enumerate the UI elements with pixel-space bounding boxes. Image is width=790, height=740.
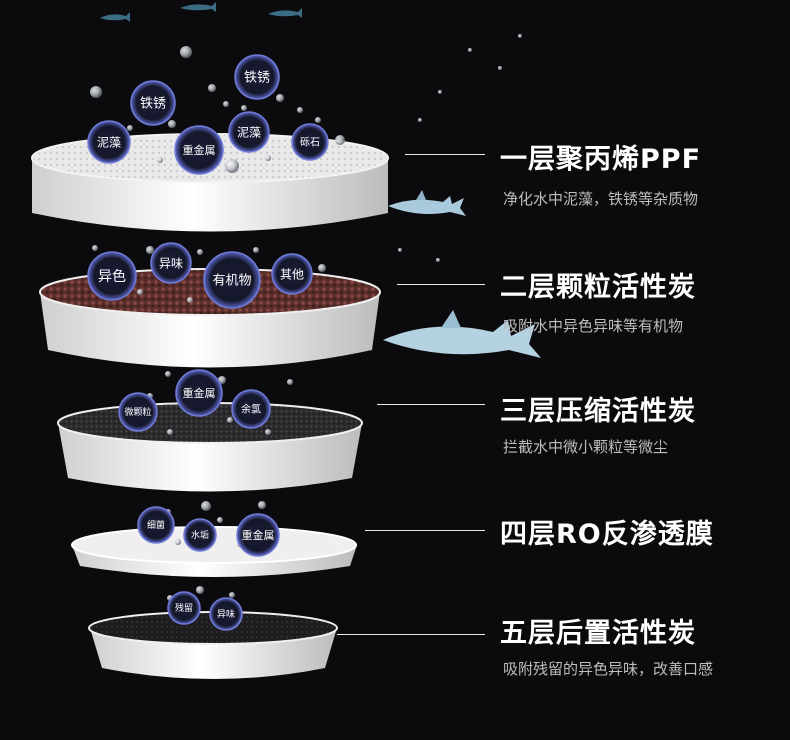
contaminant-bubble: 砾石 — [291, 123, 329, 161]
water-droplet — [187, 297, 193, 303]
contaminant-bubble: 其他 — [271, 253, 313, 295]
water-droplet — [287, 379, 293, 385]
water-droplet — [175, 539, 181, 545]
contaminant-bubble: 泥藻 — [87, 120, 131, 164]
contaminant-bubble-label: 泥藻 — [97, 135, 121, 149]
contaminant-bubble: 铁锈 — [234, 54, 280, 100]
contaminant-bubble-label: 异味 — [159, 256, 183, 270]
leader-line-5 — [337, 634, 485, 635]
water-droplet — [436, 258, 440, 262]
water-droplet — [197, 249, 203, 255]
contaminant-bubble: 重金属 — [236, 513, 280, 557]
water-droplet — [498, 66, 502, 70]
contaminant-bubble: 异味 — [209, 597, 243, 631]
contaminant-bubble: 余氯 — [231, 389, 271, 429]
water-droplet — [438, 90, 442, 94]
layer-3-filter-disc — [57, 402, 363, 492]
contaminant-bubble-label: 泥藻 — [237, 125, 261, 139]
water-droplet — [146, 246, 154, 254]
water-droplet — [418, 118, 422, 122]
water-droplet — [180, 46, 192, 58]
contaminant-bubble: 重金属 — [175, 369, 223, 417]
water-droplet — [127, 125, 133, 131]
layer-2-desc: 吸附水中异色异味等有机物 — [503, 317, 684, 335]
contaminant-bubble: 铁锈 — [130, 80, 176, 126]
water-droplet — [229, 592, 235, 598]
water-droplet — [398, 248, 402, 252]
contaminant-bubble-label: 有机物 — [212, 274, 251, 289]
contaminant-bubble: 水垢 — [183, 518, 217, 552]
water-droplet — [208, 84, 216, 92]
water-droplet — [518, 34, 522, 38]
fish-icon — [100, 2, 302, 22]
water-droplet — [196, 586, 204, 594]
water-droplet — [315, 117, 321, 123]
layer-1-desc: 净化水中泥藻，铁锈等杂质物 — [503, 190, 699, 208]
water-droplet — [227, 417, 233, 423]
water-droplet — [253, 247, 259, 253]
contaminant-bubble-label: 微颗粒 — [124, 406, 151, 418]
contaminant-bubble-label: 砾石 — [300, 136, 320, 149]
water-droplet — [225, 159, 239, 173]
layer-5-title: 五层后置活性炭 — [500, 618, 696, 649]
water-droplet — [265, 155, 271, 161]
contaminant-bubble-label: 细菌 — [147, 519, 165, 531]
water-droplet — [137, 289, 143, 295]
contaminant-bubble: 泥藻 — [228, 111, 270, 153]
layer-2-title: 二层颗粒活性炭 — [500, 272, 696, 303]
contaminant-bubble-label: 重金属 — [183, 386, 216, 400]
water-droplet — [265, 429, 271, 435]
water-droplet — [168, 120, 176, 128]
layer-3-title: 三层压缩活性炭 — [500, 396, 696, 427]
water-droplet — [157, 157, 163, 163]
contaminant-bubble: 细菌 — [137, 506, 175, 544]
contaminant-bubble-label: 异色 — [98, 268, 126, 285]
contaminant-bubble-label: 异味 — [217, 608, 235, 620]
water-droplet — [318, 264, 326, 272]
contaminant-bubble-label: 铁锈 — [140, 97, 166, 112]
layer-4-title: 四层RO反渗透膜 — [500, 519, 714, 550]
water-droplet — [241, 105, 247, 111]
water-droplet — [217, 517, 223, 523]
water-droplet — [167, 429, 173, 435]
leader-line-2 — [397, 284, 485, 285]
contaminant-bubble-label: 重金属 — [242, 528, 275, 542]
shark-icon — [383, 310, 541, 358]
water-droplet — [276, 94, 284, 102]
leader-line-1 — [405, 154, 485, 155]
water-droplet — [335, 135, 345, 145]
water-droplet — [223, 101, 229, 107]
water-droplet — [468, 48, 472, 52]
leader-line-3 — [377, 404, 485, 405]
contaminant-bubbles: 铁锈铁锈泥藻重金属泥藻砾石异色异味有机物其他重金属微颗粒余氯细菌水垢重金属残留异… — [87, 54, 329, 631]
water-droplet — [201, 501, 211, 511]
contaminant-bubble: 有机物 — [203, 251, 261, 309]
water-droplet — [165, 371, 171, 377]
contaminant-bubble: 残留 — [167, 591, 201, 625]
contaminant-bubble-label: 铁锈 — [244, 71, 270, 86]
layer-1-title: 一层聚丙烯PPF — [500, 144, 702, 175]
water-droplet — [297, 107, 303, 113]
contaminant-bubble-label: 水垢 — [191, 529, 209, 541]
water-droplet — [258, 501, 266, 509]
contaminant-bubble-label: 残留 — [175, 602, 193, 614]
water-droplet — [92, 245, 98, 251]
contaminant-bubble-label: 重金属 — [183, 143, 216, 157]
contaminant-bubble: 异色 — [87, 251, 137, 301]
contaminant-bubble: 异味 — [150, 242, 192, 284]
contaminant-bubble: 微颗粒 — [118, 392, 158, 432]
shark-icon — [388, 190, 466, 216]
contaminant-bubble: 重金属 — [174, 125, 224, 175]
contaminant-bubble-label: 其他 — [280, 267, 304, 281]
contaminant-bubble-label: 余氯 — [241, 403, 261, 416]
layer-3-desc: 拦截水中微小颗粒等微尘 — [503, 438, 669, 456]
layer-5-desc: 吸附残留的异色异味，改善口感 — [503, 660, 714, 678]
water-droplet — [90, 86, 102, 98]
leader-line-4 — [365, 530, 485, 531]
